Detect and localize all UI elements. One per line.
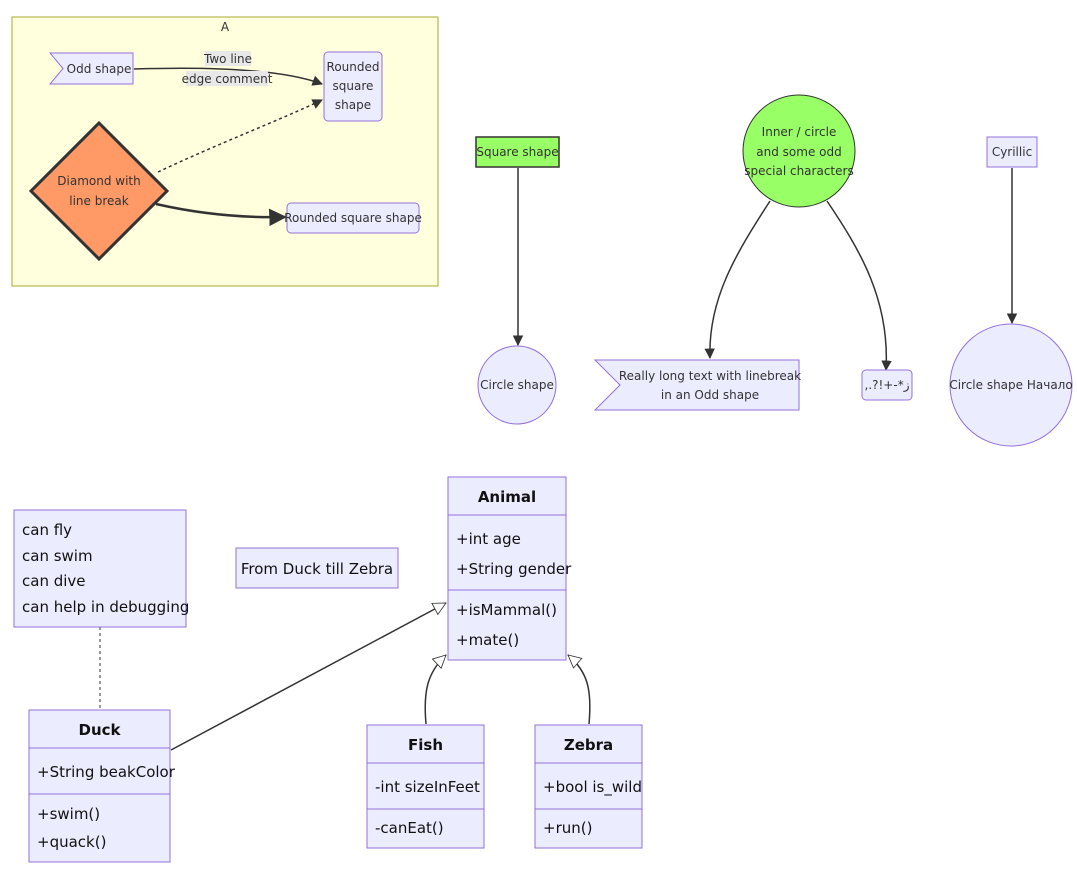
class-duck-method-2: +quack() [37,833,106,851]
edge-label-bg-2 [186,71,268,86]
node-odd-shape[interactable]: Odd shape [48,52,134,85]
class-zebra-name: Zebra [564,736,613,754]
class-animal-attr-1: +int age [456,530,521,548]
class-duck-attr-1: +String beakColor [37,763,176,781]
node-cyrillic[interactable]: Cyrillic [986,136,1038,168]
class-zebra-method-1: +run() [543,819,592,837]
node-inner-circle[interactable]: Inner / circle and some odd special char… [742,94,856,208]
note-duck-zebra-label: From Duck till Zebra [241,560,393,578]
edge-inner-to-special [826,200,892,372]
node-diamond-line-2: line break [69,194,128,208]
node-rounded-square-wide[interactable]: Rounded square shape [284,202,422,234]
node-rounded-square[interactable]: Rounded square shape [323,51,383,122]
inherit-zebra-to-animal [568,655,591,725]
node-circle-shape-label: Circle shape [480,378,554,392]
node-long-odd[interactable]: Really long text with linebreak in an Od… [593,359,801,411]
node-special-chars[interactable]: ,.?!+-*ز [861,369,913,401]
edge-odd-to-rounded [133,67,323,86]
node-long-odd-line-2: in an Odd shape [661,388,759,402]
note-line-3: can dive [22,572,86,590]
note-line-1: can fly [22,521,72,539]
node-rounded-square-line-2: square [333,79,374,93]
edge-label-bg-1 [205,51,251,66]
note-abilities[interactable]: can fly can swim can dive can help in de… [13,509,189,628]
note-duck-zebra[interactable]: From Duck till Zebra [235,547,399,589]
class-animal-attr-2: +String gender [456,560,572,578]
class-animal-method-1: +isMammal() [456,601,557,619]
node-odd-shape-label: Odd shape [67,62,132,76]
class-animal-method-2: +mate() [456,631,519,649]
node-inner-circle-line-3: special characters [744,164,853,178]
edge-diamond-to-rounded-wide [155,202,287,227]
class-fish[interactable]: Fish -int sizeInFeet -canEat() [366,724,485,849]
node-square-shape[interactable]: Square shape [475,136,560,168]
edge-label-line-2: edge comment [182,72,273,86]
node-special-chars-label: ,.?!+-*ز [865,378,910,393]
class-fish-name: Fish [408,736,443,754]
class-zebra[interactable]: Zebra +bool is_wild +run() [534,724,643,849]
node-inner-circle-line-1: Inner / circle [762,125,837,139]
class-fish-attr-1: -int sizeInFeet [375,778,480,796]
inherit-duck-to-animal [170,602,446,751]
class-duck-method-1: +swim() [37,805,100,823]
class-animal-name: Animal [478,488,536,506]
class-duck[interactable]: Duck +String beakColor +swim() +quack() [28,709,176,863]
node-circle-shape[interactable]: Circle shape [477,345,557,425]
inherit-fish-to-animal [424,655,446,725]
node-diamond-line-1: Diamond with [57,174,140,188]
node-cyrillic-label: Cyrillic [992,145,1032,159]
node-inner-circle-line-2: and some odd [756,145,841,159]
node-rounded-square-wide-label: Rounded square shape [284,211,422,225]
class-animal[interactable]: Animal +int age +String gender +isMammal… [447,476,572,661]
class-duck-name: Duck [79,721,122,739]
node-diamond[interactable]: Diamond with line break [28,120,170,262]
subgraph-a-title: A [221,20,230,34]
node-circle-cyrillic[interactable]: Circle shape Начало [949,323,1073,447]
edge-label-two-line: Two line edge comment [182,51,273,86]
note-line-4: can help in debugging [22,598,189,616]
node-long-odd-line-1: Really long text with linebreak [619,369,801,383]
node-rounded-square-line-1: Rounded [327,60,380,74]
note-line-2: can swim [22,547,93,565]
node-circle-cyrillic-label: Circle shape Начало [949,378,1072,392]
edge-inner-to-long-odd [704,200,771,360]
edge-label-line-1: Two line [203,52,252,66]
node-square-shape-label: Square shape [476,145,558,159]
class-fish-method-1: -canEat() [375,819,444,837]
node-rounded-square-line-3: shape [335,98,371,112]
class-zebra-attr-1: +bool is_wild [543,778,642,797]
